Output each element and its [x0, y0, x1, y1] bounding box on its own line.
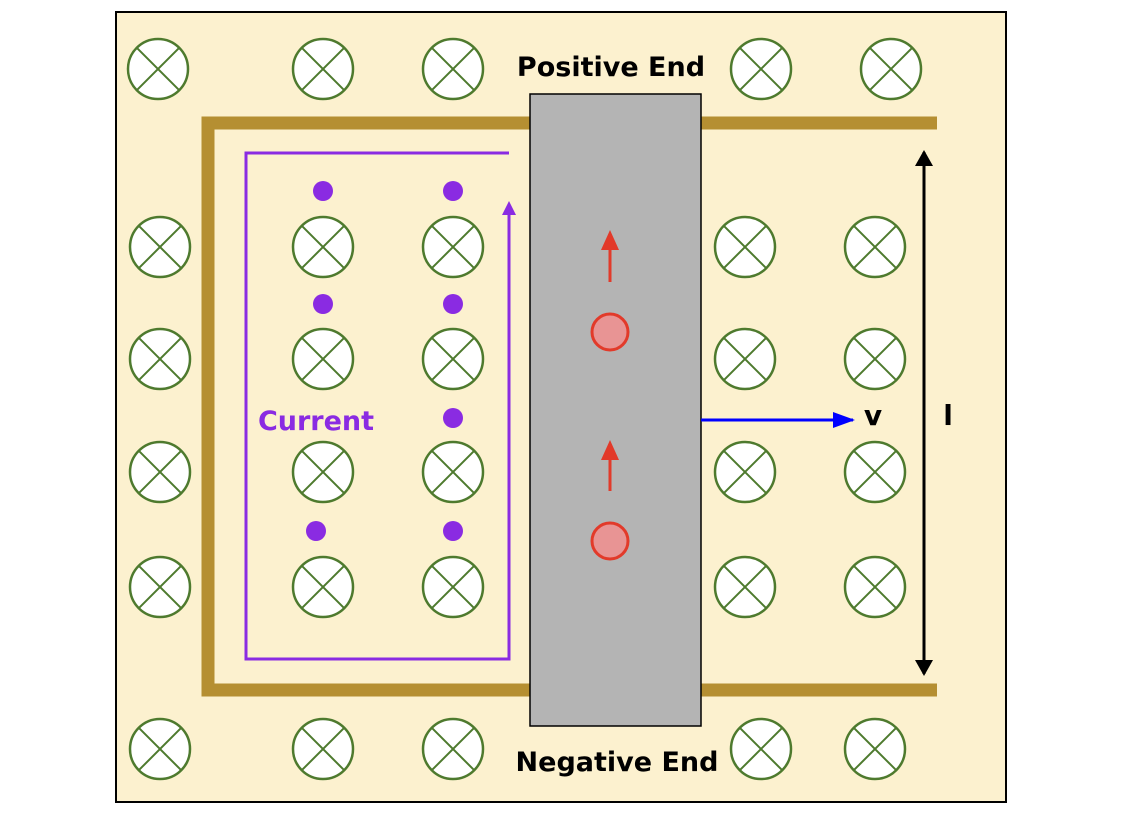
current-dot: [443, 181, 463, 201]
length-label: l: [943, 399, 953, 432]
current-dot: [313, 181, 333, 201]
field-into-page-icon: [843, 327, 907, 391]
field-into-page-icon: [713, 215, 777, 279]
field-into-page-icon: [291, 215, 355, 279]
field-into-page-icon: [421, 555, 485, 619]
field-into-page-icon: [291, 440, 355, 504]
field-into-page-icon: [843, 440, 907, 504]
current-dot: [443, 294, 463, 314]
field-into-page-icon: [291, 717, 355, 781]
current-label: Current: [258, 406, 374, 437]
current-dots: [306, 181, 463, 541]
field-into-page-icon: [843, 555, 907, 619]
field-into-page-icon: [729, 717, 793, 781]
field-into-page-icon: [128, 440, 192, 504]
current-loop: [244, 151, 516, 661]
field-into-page-icon: [859, 37, 923, 101]
field-into-page-icon: [128, 555, 192, 619]
negative-end-label: Negative End: [516, 747, 719, 778]
charge-bottom: [590, 440, 630, 561]
moving-rod: [529, 93, 702, 727]
field-into-page-icon: [729, 37, 793, 101]
magnetic-field-symbols: [126, 37, 923, 781]
field-into-page-icon: [843, 215, 907, 279]
field-into-page-icon: [291, 555, 355, 619]
positive-end-label: Positive End: [517, 52, 705, 83]
field-into-page-icon: [421, 717, 485, 781]
field-into-page-icon: [128, 717, 192, 781]
field-into-page-icon: [421, 327, 485, 391]
current-dot: [313, 294, 333, 314]
field-into-page-icon: [713, 327, 777, 391]
current-dot: [443, 521, 463, 541]
positive-charge-top: [590, 312, 630, 352]
charge-top: [590, 230, 630, 352]
field-into-page-icon: [421, 37, 485, 101]
current-dot: [306, 521, 326, 541]
field-into-page-icon: [291, 37, 355, 101]
field-into-page-icon: [843, 717, 907, 781]
field-into-page-icon: [421, 440, 485, 504]
current-dot: [443, 408, 463, 428]
positive-charge-bottom: [590, 521, 630, 561]
field-into-page-icon: [126, 37, 190, 101]
field-into-page-icon: [713, 440, 777, 504]
velocity-label: v: [864, 399, 882, 432]
field-into-page-icon: [128, 215, 192, 279]
field-into-page-icon: [421, 215, 485, 279]
field-into-page-icon: [128, 327, 192, 391]
field-into-page-icon: [291, 327, 355, 391]
field-into-page-icon: [713, 555, 777, 619]
